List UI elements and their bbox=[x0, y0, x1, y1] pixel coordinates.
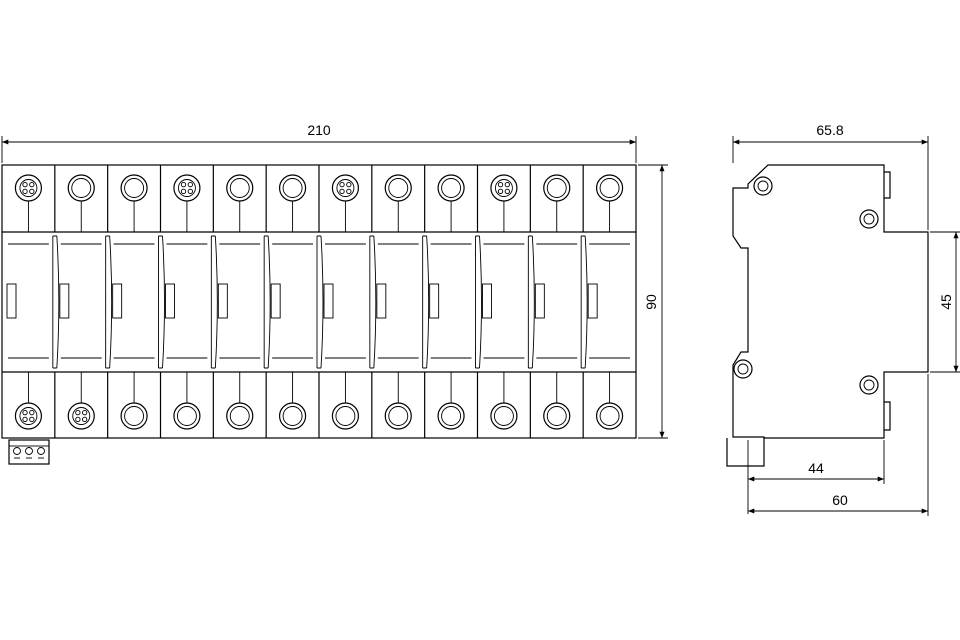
dimension-65-8: 65.8 bbox=[732, 122, 929, 230]
top-terminal bbox=[331, 174, 360, 202]
top-terminal bbox=[490, 174, 518, 202]
latch-window bbox=[587, 283, 598, 319]
bottom-terminal bbox=[278, 402, 307, 430]
top-terminal bbox=[67, 174, 95, 202]
top-terminal bbox=[437, 174, 465, 202]
bottom-terminal bbox=[173, 402, 201, 430]
bottom-terminal bbox=[490, 402, 518, 430]
dimension-65-8-label: 65.8 bbox=[816, 122, 843, 138]
latch-window bbox=[6, 283, 17, 319]
top-terminal bbox=[384, 174, 412, 202]
latch-window bbox=[482, 283, 492, 319]
dimension-44-label: 44 bbox=[808, 460, 824, 476]
latch-window bbox=[165, 283, 175, 319]
side-view bbox=[726, 164, 929, 467]
latch-window bbox=[217, 283, 228, 319]
latch-window bbox=[376, 283, 387, 319]
dimension-210: 210 bbox=[1, 122, 637, 163]
dimension-44: 44 bbox=[747, 440, 885, 514]
top-terminal bbox=[226, 174, 254, 202]
bottom-terminal bbox=[543, 402, 571, 430]
top-terminal bbox=[120, 174, 148, 202]
top-terminal bbox=[278, 174, 307, 202]
latch-window bbox=[534, 283, 545, 319]
top-terminal bbox=[173, 174, 201, 202]
latch-window bbox=[429, 283, 440, 319]
latch-window bbox=[112, 283, 123, 319]
dimension-45-label: 45 bbox=[938, 294, 954, 310]
dimension-90: 90 bbox=[638, 164, 668, 439]
bottom-terminal bbox=[14, 402, 43, 430]
bottom-terminal bbox=[67, 402, 95, 430]
latch-window bbox=[270, 283, 281, 319]
front-view bbox=[1, 164, 637, 465]
latch-window bbox=[59, 283, 70, 319]
latch-window bbox=[323, 283, 334, 319]
bottom-terminal bbox=[384, 402, 412, 430]
bottom-terminal bbox=[437, 402, 465, 430]
top-terminal bbox=[543, 174, 571, 202]
top-terminal bbox=[595, 174, 624, 202]
dimension-210-label: 210 bbox=[307, 122, 331, 138]
dimension-45: 45 bbox=[930, 231, 960, 373]
bottom-terminal bbox=[120, 402, 148, 430]
bottom-terminal bbox=[331, 402, 360, 430]
connector-block bbox=[8, 439, 50, 465]
side-outline bbox=[732, 164, 929, 439]
dimension-60-label: 60 bbox=[832, 492, 848, 508]
dimension-90-label: 90 bbox=[643, 294, 659, 310]
bottom-terminal bbox=[226, 402, 254, 430]
bottom-terminal bbox=[595, 402, 624, 430]
dimension-60: 60 bbox=[748, 374, 929, 516]
top-terminal bbox=[14, 174, 43, 202]
